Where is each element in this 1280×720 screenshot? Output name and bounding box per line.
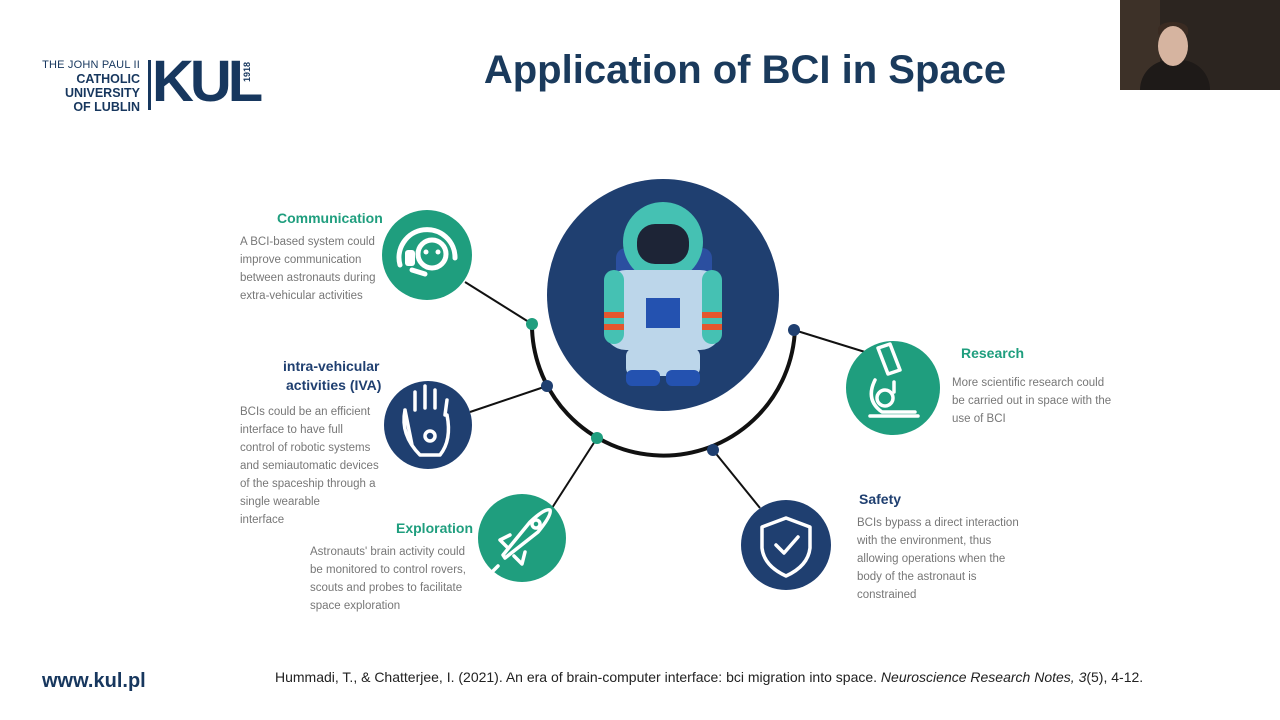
research-text: More scientific research could be carrie… xyxy=(952,374,1111,428)
exploration-line: space exploration xyxy=(310,600,401,612)
dot-exploration xyxy=(591,432,603,444)
webcam-person-head xyxy=(1158,26,1188,66)
communication-line: extra-vehicular activities xyxy=(240,290,363,302)
safety-line: BCIs bypass a direct interaction xyxy=(857,517,1019,529)
safety-line: with the environment, thus xyxy=(857,535,992,547)
communication-text: A BCI-based system could improve communi… xyxy=(240,233,376,305)
exploration-line: be monitored to control rovers, xyxy=(310,564,466,576)
logo-mark: KUL xyxy=(152,49,263,114)
dot-iva xyxy=(541,380,553,392)
safety-heading: Safety xyxy=(859,491,902,507)
iva-heading-line1: intra-vehicular xyxy=(283,358,380,374)
communication-circle xyxy=(382,210,472,300)
citation: Hummadi, T., & Chatterjee, I. (2021). An… xyxy=(275,669,1143,685)
iva-text: BCIs could be an efficient interface to … xyxy=(240,403,379,529)
microscope-icon xyxy=(868,342,920,418)
citation-journal: Neuroscience Research Notes, 3 xyxy=(880,669,1087,685)
connector-communication xyxy=(464,281,533,325)
citation-main: Hummadi, T., & Chatterjee, I. (2021). An… xyxy=(275,669,881,685)
iva-circle xyxy=(384,381,472,469)
logo-text: THE JOHN PAUL II CATHOLIC UNIVERSITY OF … xyxy=(40,58,140,114)
iva-line: interface to have full xyxy=(240,424,343,436)
iva-heading-line2: activities (IVA) xyxy=(286,377,382,393)
safety-line: constrained xyxy=(857,589,917,601)
exploration-text: Astronauts' brain activity could be moni… xyxy=(310,543,466,615)
communication-heading: Communication xyxy=(277,210,383,226)
hand-icon xyxy=(402,384,451,457)
dot-safety xyxy=(707,444,719,456)
exploration-circle xyxy=(478,494,566,582)
dot-communication xyxy=(526,318,538,330)
footer-url[interactable]: www.kul.pl xyxy=(42,670,146,692)
infographic-graphics xyxy=(382,179,940,590)
connector-research xyxy=(793,329,866,353)
logo-divider xyxy=(148,60,151,110)
logo-line1: THE JOHN PAUL II xyxy=(42,59,140,71)
research-heading: Research xyxy=(961,345,1025,361)
bci-infographic: Communication A BCI-based system could i… xyxy=(200,170,1120,630)
exploration-line: Astronauts' brain activity could xyxy=(310,546,465,558)
logo-line3: UNIVERSITY xyxy=(64,86,140,100)
research-line: More scientific research could xyxy=(952,377,1105,389)
astronaut-icon xyxy=(604,202,722,386)
research-line: be carried out in space with the xyxy=(952,395,1112,407)
exploration-heading: Exploration xyxy=(396,520,474,536)
research-line: use of BCI xyxy=(952,413,1006,425)
rocket-icon xyxy=(488,508,552,576)
logo-line4: OF LUBLIN xyxy=(73,100,140,114)
shield-check-icon xyxy=(760,516,812,578)
safety-line: body of the astronaut is xyxy=(857,571,977,583)
communication-line: improve communication xyxy=(240,254,362,266)
iva-line: BCIs could be an efficient xyxy=(240,406,371,418)
connector-safety xyxy=(712,449,761,509)
iva-line: single wearable xyxy=(240,496,320,508)
logo-line2: CATHOLIC xyxy=(76,72,140,86)
safety-text: BCIs bypass a direct interaction with th… xyxy=(857,514,1019,604)
communication-line: between astronauts during xyxy=(240,272,376,284)
iva-line: control of robotic systems xyxy=(240,442,371,454)
slide-title: Application of BCI in Space xyxy=(483,48,1007,92)
safety-circle xyxy=(741,500,831,590)
citation-tail: (5), 4-12. xyxy=(1086,669,1144,685)
connector-exploration xyxy=(551,437,598,509)
iva-line: and semiautomatic devices xyxy=(240,460,379,472)
safety-line: allowing operations when the xyxy=(857,553,1006,565)
communication-line: A BCI-based system could xyxy=(240,236,375,248)
webcam-video[interactable] xyxy=(1120,0,1280,90)
dot-research xyxy=(788,324,800,336)
connector-iva xyxy=(469,385,548,413)
iva-line: of the spaceship through a xyxy=(240,478,376,490)
headset-icon xyxy=(396,227,458,277)
logo-year: 1918 xyxy=(242,62,252,83)
exploration-line: scouts and probes to facilitate xyxy=(310,582,463,594)
iva-line: interface xyxy=(240,514,285,526)
